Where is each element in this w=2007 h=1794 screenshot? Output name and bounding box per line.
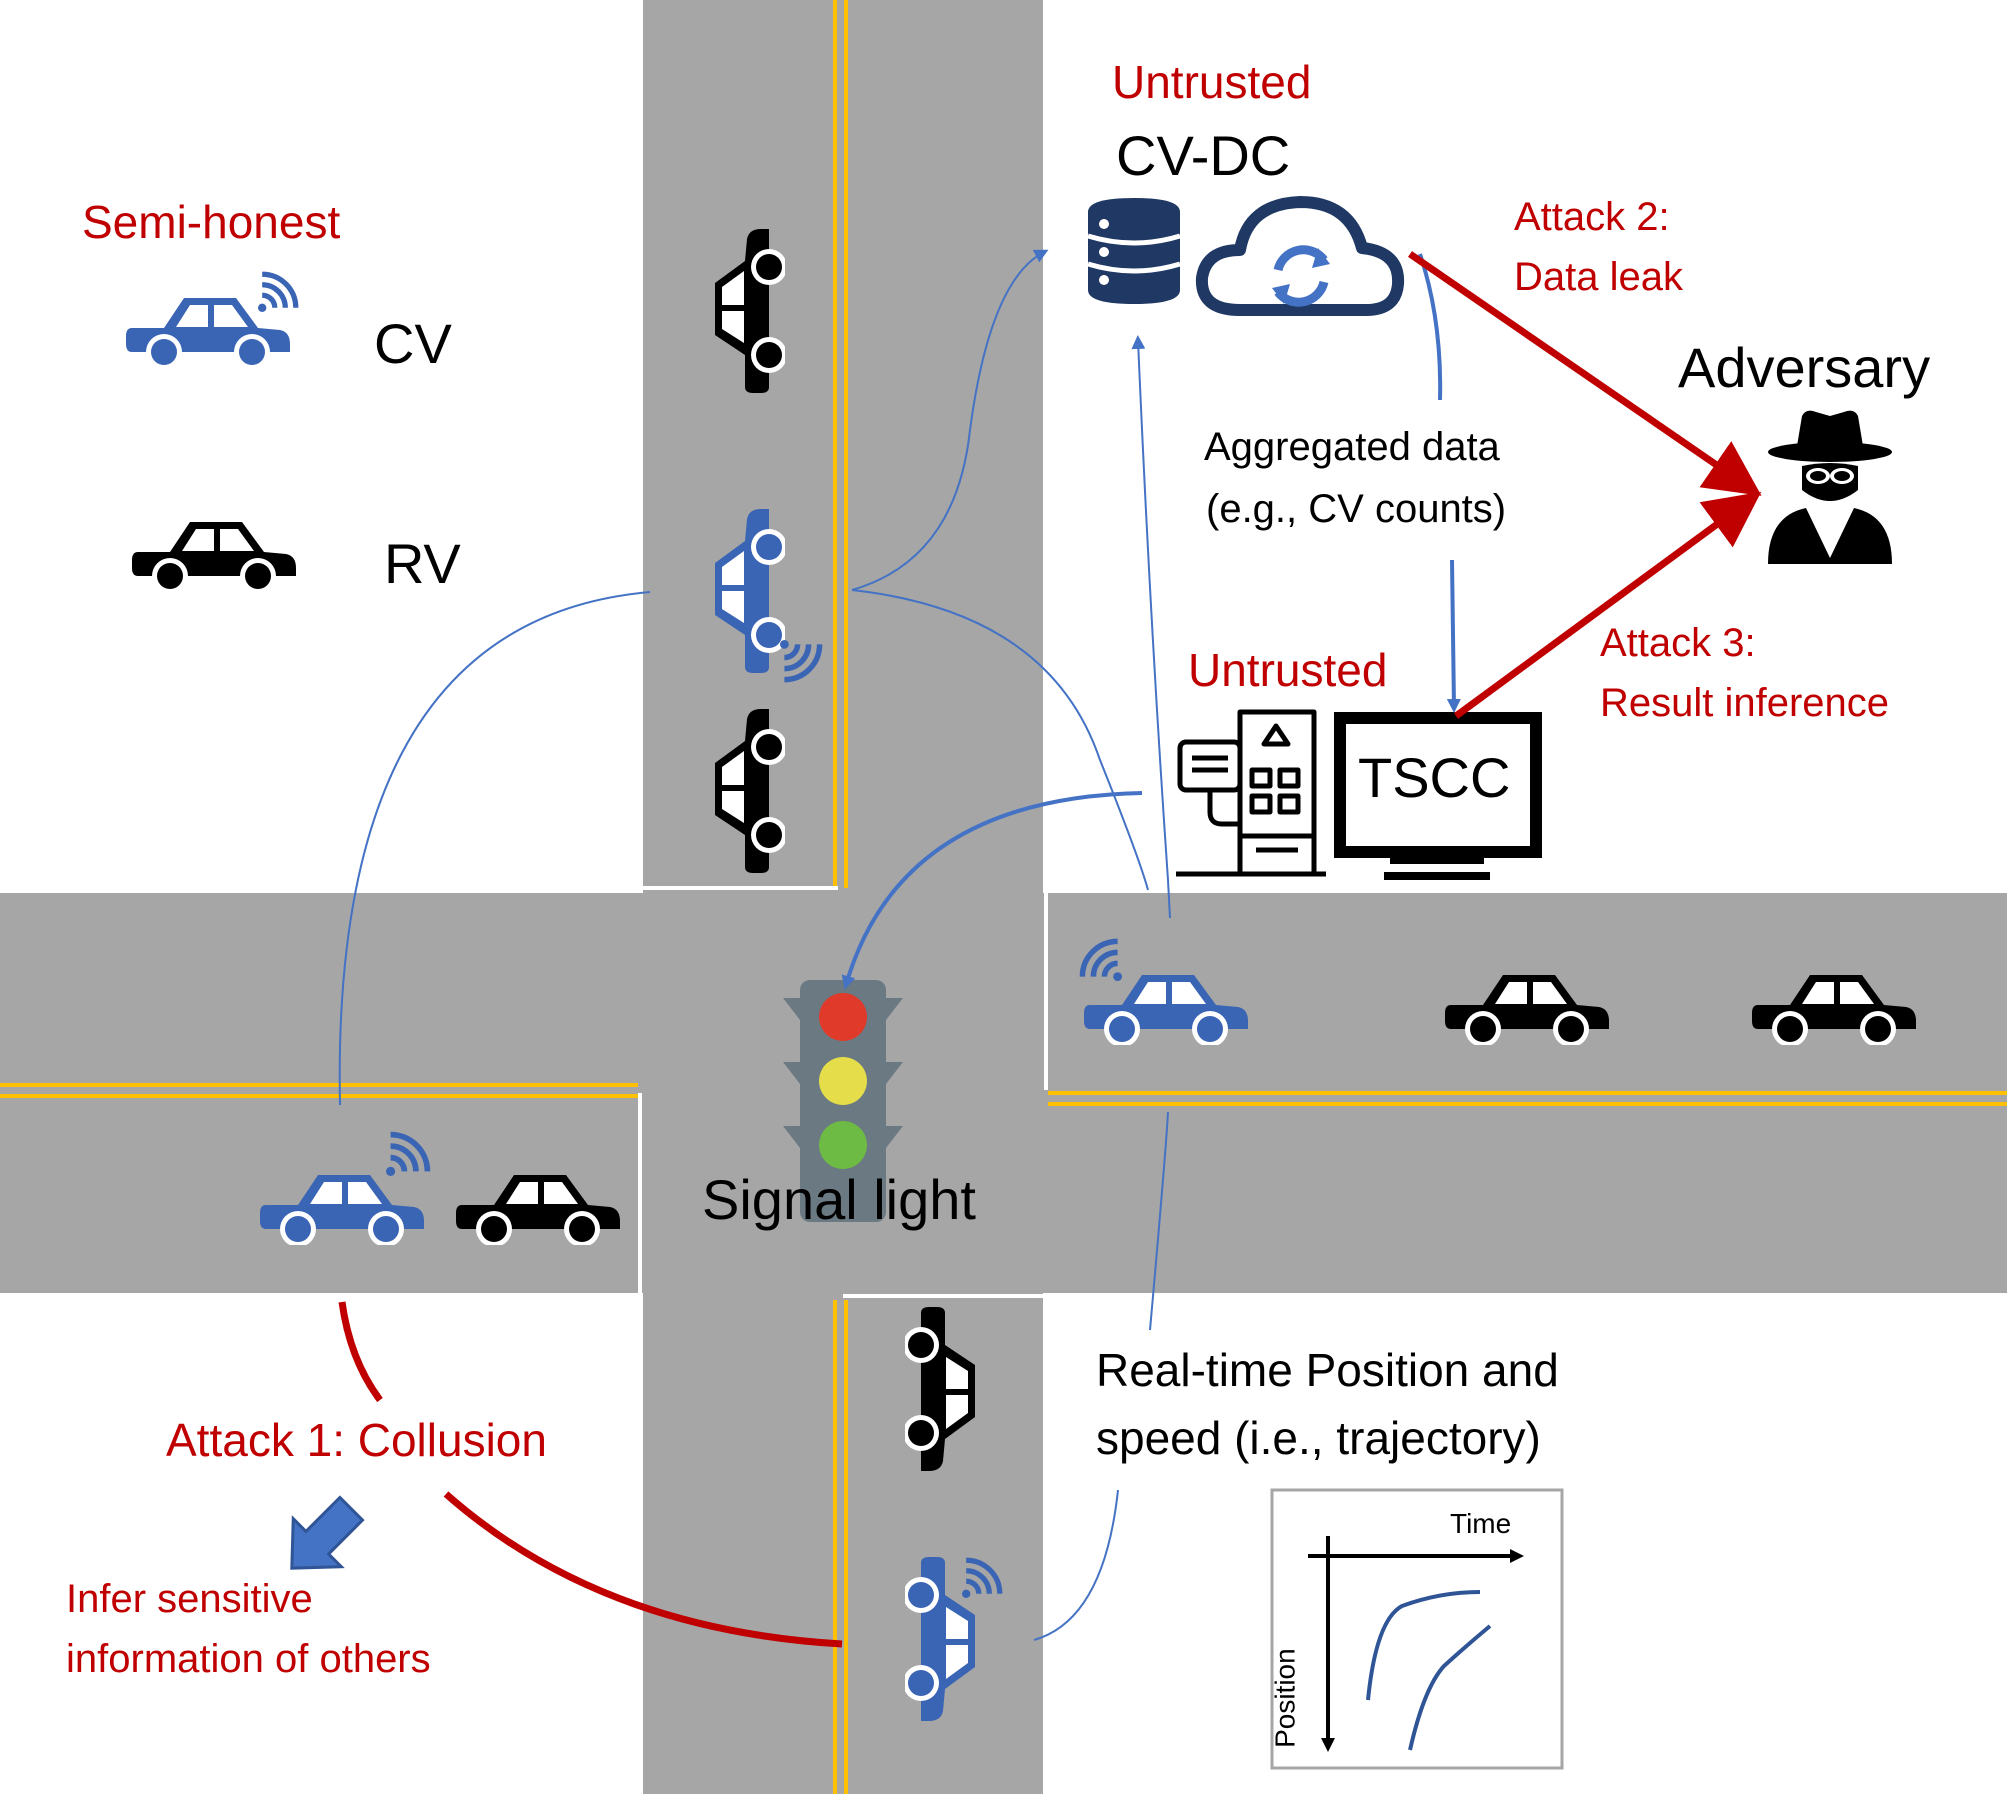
attack3-label-line2: Result inference [1600, 681, 1890, 725]
attack1-collusion-curve-right [443, 1491, 843, 1648]
cvdc-trust-label: Untrusted [1112, 56, 1312, 108]
cv-west-to-cv-north-flow [338, 591, 651, 1106]
tscc-label: TSCC [1358, 746, 1511, 809]
adversary-label: Adversary [1678, 336, 1931, 399]
cv-south-to-tscc-flow [1149, 1111, 1169, 1331]
cv-south-to-realtime-flow [1033, 1489, 1119, 1641]
cloud-sync-icon [1195, 196, 1405, 316]
attack1-label: Attack 1: Collusion [166, 1414, 547, 1466]
cv-legend-wifi-icon [258, 274, 296, 312]
rv-legend-label: RV [384, 532, 461, 595]
attack2-label-line1: Attack 2: [1514, 195, 1670, 239]
aggregated-data-line1: Aggregated data [1204, 425, 1500, 469]
traffic-light-icon [783, 980, 903, 1222]
infer-label-line1: Infer sensitive [66, 1577, 313, 1621]
data-flows [338, 249, 1461, 1641]
position-axis-label: Position [1269, 1648, 1301, 1748]
traffic-controller-icon [1176, 709, 1326, 877]
infer-label-line2: information of others [66, 1637, 431, 1681]
trajectory-plot [1270, 1488, 1564, 1770]
monitor-icon [1334, 712, 1542, 880]
cvdc-label: CV-DC [1116, 124, 1291, 187]
stop-lines [638, 886, 1048, 1298]
realtime-label-line2: speed (i.e., trajectory) [1096, 1412, 1541, 1464]
attack-lines [338, 251, 1762, 1648]
spy-icon [1768, 410, 1892, 564]
legend [126, 274, 296, 592]
database-icon [1087, 198, 1181, 304]
cvdc-to-tscc-flow-upper [1418, 253, 1443, 401]
attack2-label-line2: Data leak [1514, 255, 1683, 299]
cv-legend-label: CV [374, 312, 452, 375]
attack2-line [1408, 251, 1762, 496]
cv-east-to-cvdc-flow [1131, 335, 1171, 919]
cv-north-to-cvdc-flow [851, 249, 1049, 591]
signal-light-label: Signal light [702, 1168, 976, 1231]
cv-north-to-tscc-flow [851, 589, 1149, 891]
aggregated-data-line2: (e.g., CV counts) [1206, 487, 1507, 531]
trajectory-curve-1 [1366, 1590, 1481, 1701]
infer-arrow-icon [290, 1495, 365, 1570]
trajectory-curve-2 [1408, 1624, 1492, 1751]
realtime-label-line1: Real-time Position and [1096, 1344, 1559, 1396]
rv-legend-car-icon [132, 522, 296, 592]
cvdc-to-tscc-flow-lower [1446, 559, 1461, 713]
attack3-line [1453, 491, 1762, 719]
tscc-trust-label: Untrusted [1188, 644, 1388, 696]
cv-role-label: Semi-honest [82, 196, 341, 248]
attack3-label-line1: Attack 3: [1600, 621, 1756, 665]
attack1-collusion-curve-left [338, 1301, 383, 1403]
time-axis-label: Time [1450, 1508, 1512, 1539]
tscc-to-signal-flow [841, 791, 1143, 990]
